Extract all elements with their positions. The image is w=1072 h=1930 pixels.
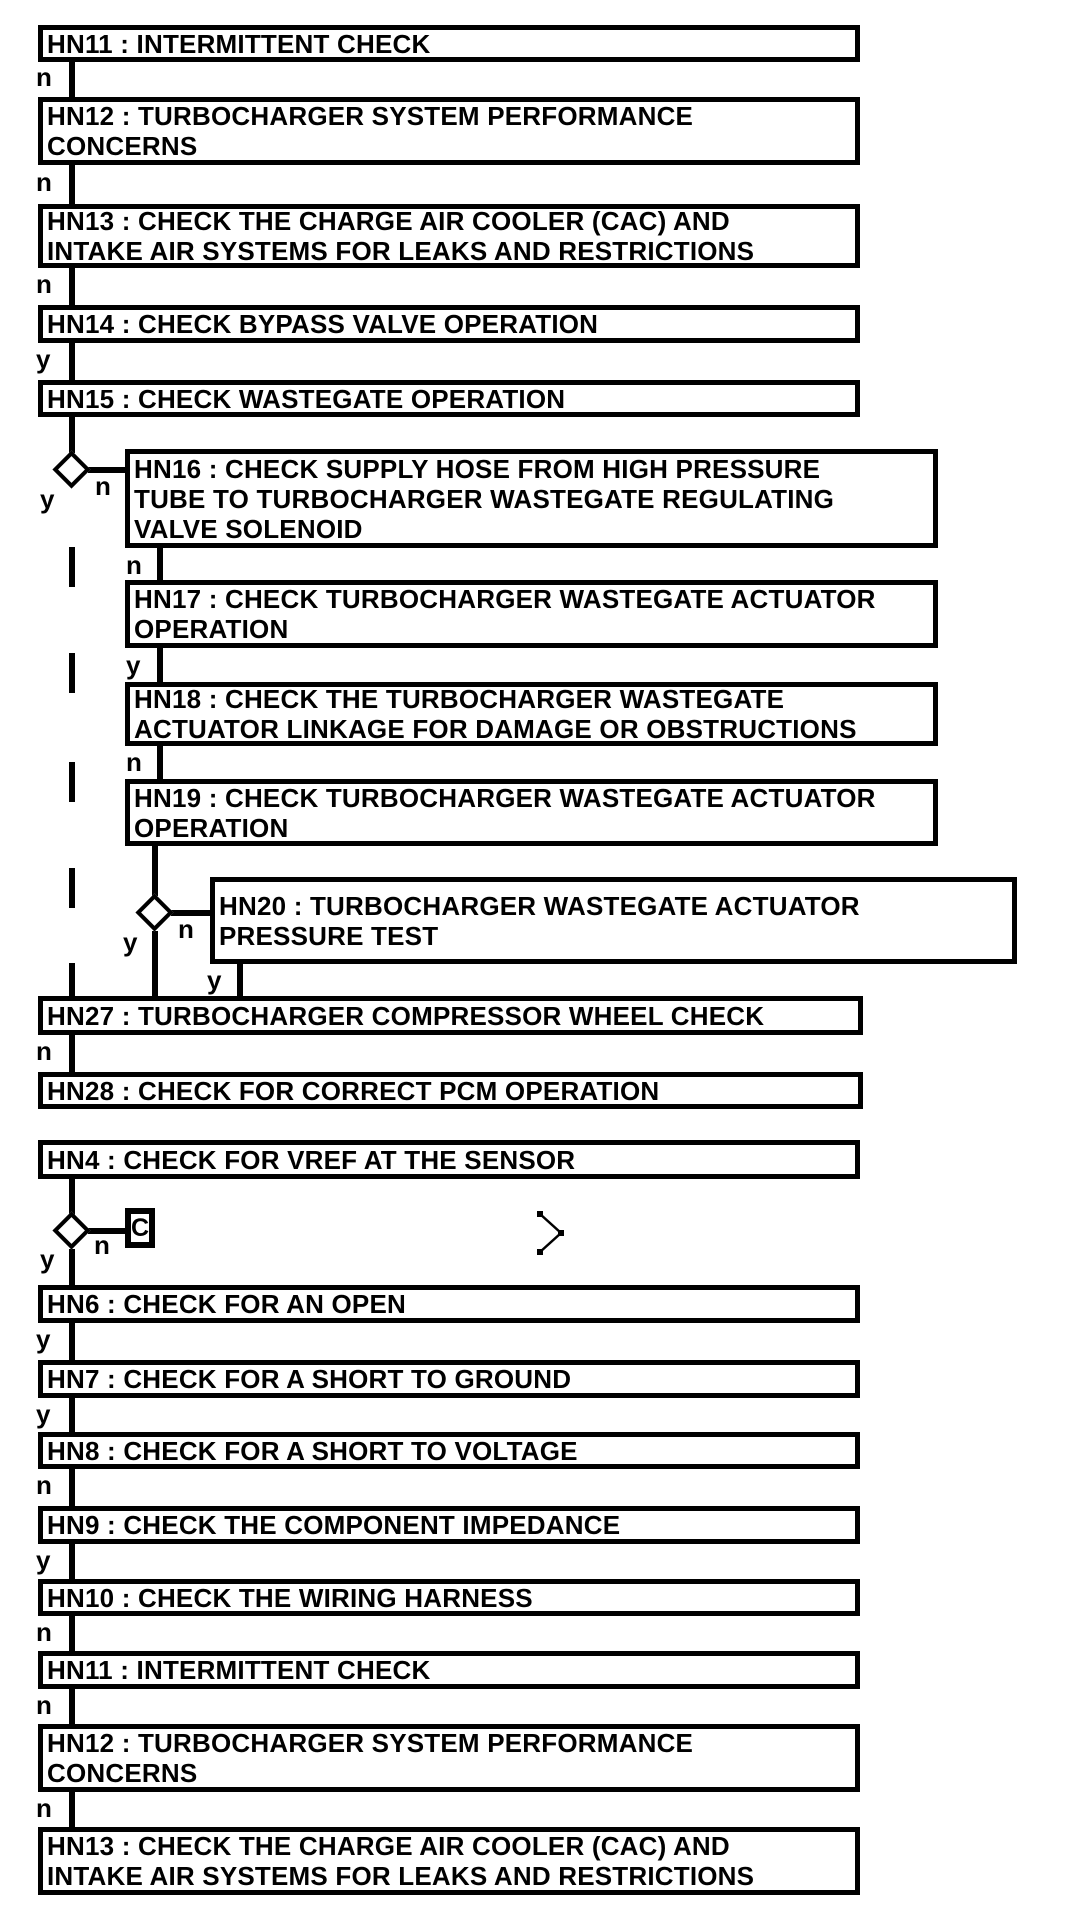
- connector-line: [69, 268, 75, 305]
- branch-label: n: [95, 471, 111, 501]
- flow-node-hn18: HN18 : CHECK THE TURBOCHARGER WASTEGATE …: [125, 682, 938, 746]
- flow-node-hn19: HN19 : CHECK TURBOCHARGER WASTEGATE ACTU…: [125, 779, 938, 846]
- branch-label: y: [40, 484, 55, 514]
- connector-line: [69, 1179, 75, 1216]
- branch-label: n: [178, 914, 194, 944]
- connector-line: [152, 931, 158, 996]
- connector-line: [152, 846, 158, 896]
- connector-line: [171, 910, 210, 916]
- flow-node-hn28: HN28 : CHECK FOR CORRECT PCM OPERATION: [38, 1072, 863, 1109]
- flow-node-hn27: HN27 : TURBOCHARGER COMPRESSOR WHEEL CHE…: [38, 996, 863, 1035]
- flow-node-hn14: HN14 : CHECK BYPASS VALVE OPERATION: [38, 305, 860, 343]
- branch-label: n: [36, 1617, 52, 1647]
- connector-line: [69, 165, 75, 204]
- connector-line-dash: [69, 868, 75, 908]
- connector-line: [69, 1398, 75, 1432]
- connector-line: [69, 1469, 75, 1506]
- flow-node-hn20: HN20 : TURBOCHARGER WASTEGATE ACTUATOR P…: [210, 877, 1017, 964]
- flow-node-hn12-2: HN12 : TURBOCHARGER SYSTEM PERFORMANCE C…: [38, 1724, 860, 1792]
- connector-line: [69, 1249, 75, 1285]
- branch-label: n: [36, 1470, 52, 1500]
- connector-c: C: [125, 1208, 155, 1248]
- connector-line: [88, 1228, 127, 1234]
- chevron-right-icon: [537, 1211, 564, 1255]
- flow-node-hn13-2: HN13 : CHECK THE CHARGE AIR COOLER (CAC)…: [38, 1827, 860, 1895]
- branch-label: n: [36, 62, 52, 92]
- decision-diamond: [52, 450, 91, 489]
- connector-line-dash: [69, 653, 75, 693]
- connector-line: [69, 1616, 75, 1651]
- connector-line-dash: [69, 762, 75, 802]
- flow-node-hn10: HN10 : CHECK THE WIRING HARNESS: [38, 1579, 860, 1616]
- connector-line: [69, 62, 75, 97]
- connector-line: [69, 343, 75, 380]
- connector-line-dash: [69, 963, 75, 996]
- flow-node-hn11: HN11 : INTERMITTENT CHECK: [38, 25, 860, 62]
- connector-line: [69, 1323, 75, 1360]
- connector-line: [88, 467, 125, 473]
- connector-line: [237, 964, 243, 996]
- flow-node-hn16: HN16 : CHECK SUPPLY HOSE FROM HIGH PRESS…: [125, 449, 938, 548]
- flow-node-hn6: HN6 : CHECK FOR AN OPEN: [38, 1285, 860, 1323]
- flow-node-hn9: HN9 : CHECK THE COMPONENT IMPEDANCE: [38, 1506, 860, 1544]
- branch-label: y: [36, 1545, 51, 1575]
- branch-label: y: [40, 1244, 55, 1274]
- connector-line: [69, 1792, 75, 1827]
- decision-diamond: [52, 1211, 91, 1250]
- branch-label: n: [94, 1230, 110, 1260]
- flow-node-hn11-2: HN11 : INTERMITTENT CHECK: [38, 1651, 860, 1689]
- flow-node-hn7: HN7 : CHECK FOR A SHORT TO GROUND: [38, 1360, 860, 1398]
- flow-node-hn15: HN15 : CHECK WASTEGATE OPERATION: [38, 380, 860, 417]
- branch-label: y: [207, 965, 222, 995]
- branch-label: y: [123, 927, 138, 957]
- connector-line-dash: [69, 547, 75, 587]
- connector-line: [157, 548, 163, 580]
- flow-node-hn8: HN8 : CHECK FOR A SHORT TO VOLTAGE: [38, 1432, 860, 1469]
- connector-line: [69, 417, 75, 453]
- branch-label: n: [36, 167, 52, 197]
- connector-line: [69, 1035, 75, 1072]
- connector-line: [157, 648, 163, 682]
- branch-label: y: [126, 650, 141, 680]
- branch-label: n: [126, 747, 142, 777]
- branch-label: n: [36, 1793, 52, 1823]
- flow-node-hn4: HN4 : CHECK FOR VREF AT THE SENSOR: [38, 1140, 860, 1179]
- flow-node-hn17: HN17 : CHECK TURBOCHARGER WASTEGATE ACTU…: [125, 580, 938, 648]
- branch-label: n: [126, 550, 142, 580]
- branch-label: y: [36, 1399, 51, 1429]
- decision-diamond: [135, 893, 174, 932]
- branch-label: y: [36, 344, 51, 374]
- connector-line: [69, 1689, 75, 1724]
- branch-label: n: [36, 1690, 52, 1720]
- connector-line: [69, 1544, 75, 1579]
- branch-label: n: [36, 1036, 52, 1066]
- flow-node-hn13: HN13 : CHECK THE CHARGE AIR COOLER (CAC)…: [38, 204, 860, 268]
- branch-label: y: [36, 1324, 51, 1354]
- flow-node-hn12: HN12 : TURBOCHARGER SYSTEM PERFORMANCE C…: [38, 97, 860, 165]
- branch-label: n: [36, 269, 52, 299]
- connector-line: [157, 746, 163, 779]
